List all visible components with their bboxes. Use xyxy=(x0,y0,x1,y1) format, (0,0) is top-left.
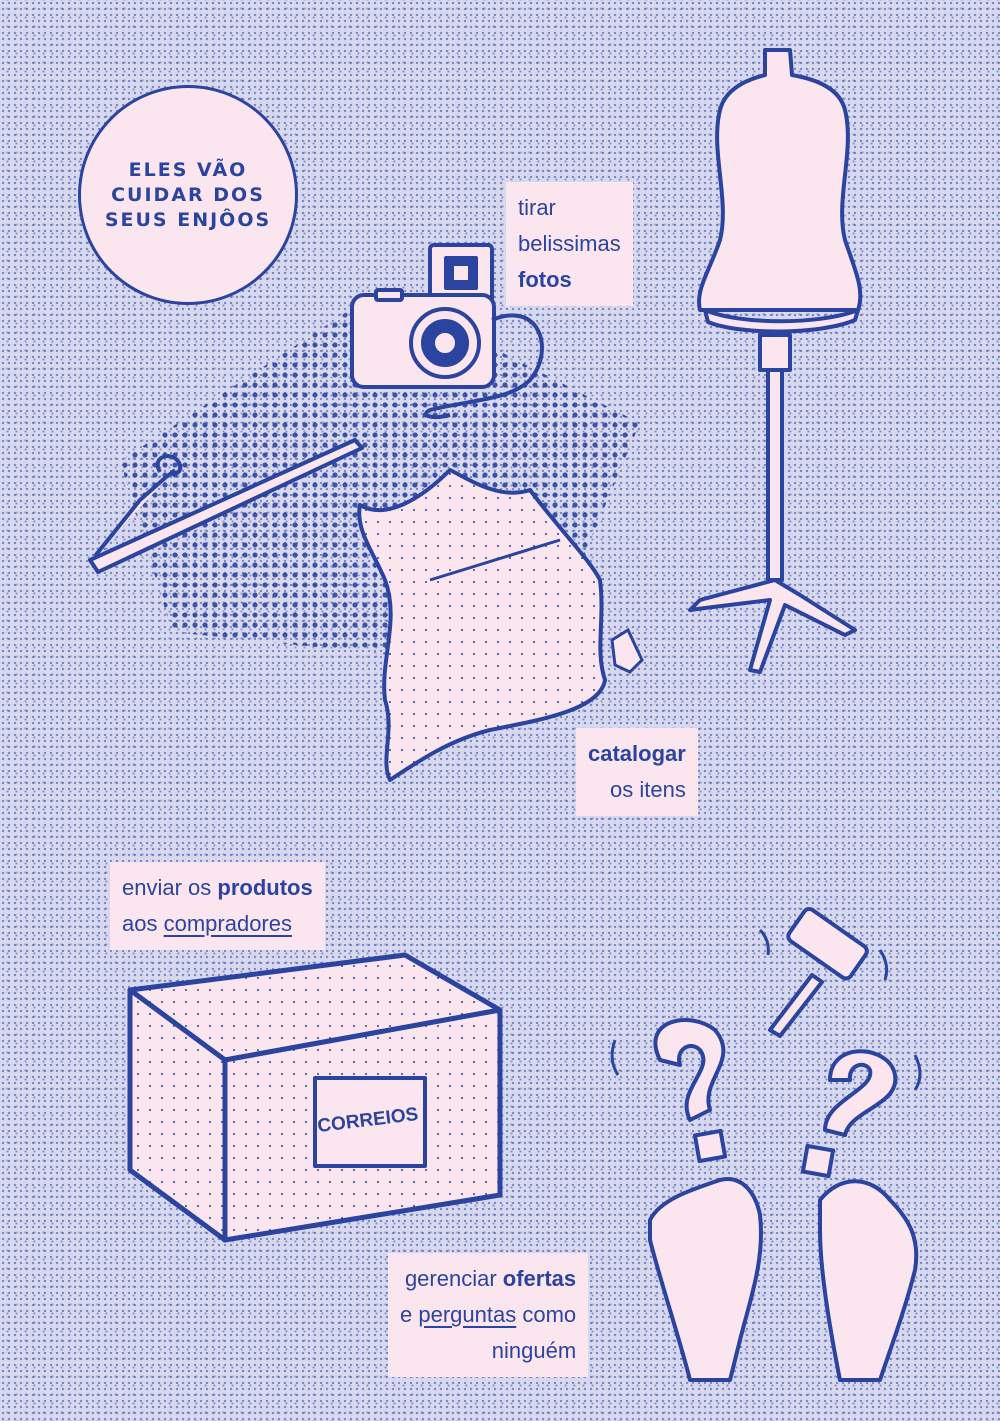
enviar-line-1-bold: produtos xyxy=(217,875,313,900)
label-fotos: tirar belissimas fotos xyxy=(506,182,633,306)
gerenciar-line-1-text: gerenciar xyxy=(404,1266,503,1291)
hanger-icon xyxy=(88,438,364,574)
catalogar-line-1: catalogar xyxy=(588,741,686,766)
label-gerenciar: gerenciar ofertas e perguntas como ningu… xyxy=(388,1253,589,1377)
camera-icon xyxy=(350,243,544,420)
gerenciar-line-1-bold: ofertas xyxy=(502,1266,577,1291)
hands-icon xyxy=(648,1177,919,1382)
headline-line-2: CUIDAR DOS xyxy=(111,183,265,206)
question-mark-icon xyxy=(610,1018,922,1179)
enviar-line-2-underline: compradores xyxy=(163,911,292,936)
mannequin-icon xyxy=(688,48,863,674)
label-enviar: enviar os produtos aos compradores xyxy=(110,862,325,950)
gerenciar-line-3: ninguém xyxy=(491,1338,577,1363)
enviar-line-1-text: enviar os xyxy=(122,875,218,900)
gerenciar-line-2-post: como xyxy=(516,1302,577,1327)
fotos-line-3: fotos xyxy=(518,267,572,292)
shirt-icon xyxy=(357,468,607,782)
catalogar-line-2: os itens xyxy=(610,777,686,802)
gerenciar-line-2-underline: perguntas xyxy=(418,1302,517,1327)
box-label-text: CORREIOS xyxy=(316,1104,419,1137)
enviar-line-2-text: aos xyxy=(122,911,164,936)
gerenciar-line-2-pre: e xyxy=(400,1302,419,1327)
label-catalogar: catalogar os itens xyxy=(576,728,698,816)
fotos-line-1: tirar xyxy=(518,195,556,220)
shipping-box-icon xyxy=(127,952,503,1243)
headline-line-1: ELES VÃO xyxy=(128,158,248,181)
headline-line-3: SEUS ENJÔOS xyxy=(104,208,272,231)
box-label-layer: CORREIOS xyxy=(316,1104,419,1137)
gavel-icon xyxy=(758,906,889,1038)
fotos-line-2: belissimas xyxy=(518,231,621,256)
price-tag-icon xyxy=(610,627,644,674)
headline-badge: ELES VÃO CUIDAR DOS SEUS ENJÔOS xyxy=(78,85,298,305)
